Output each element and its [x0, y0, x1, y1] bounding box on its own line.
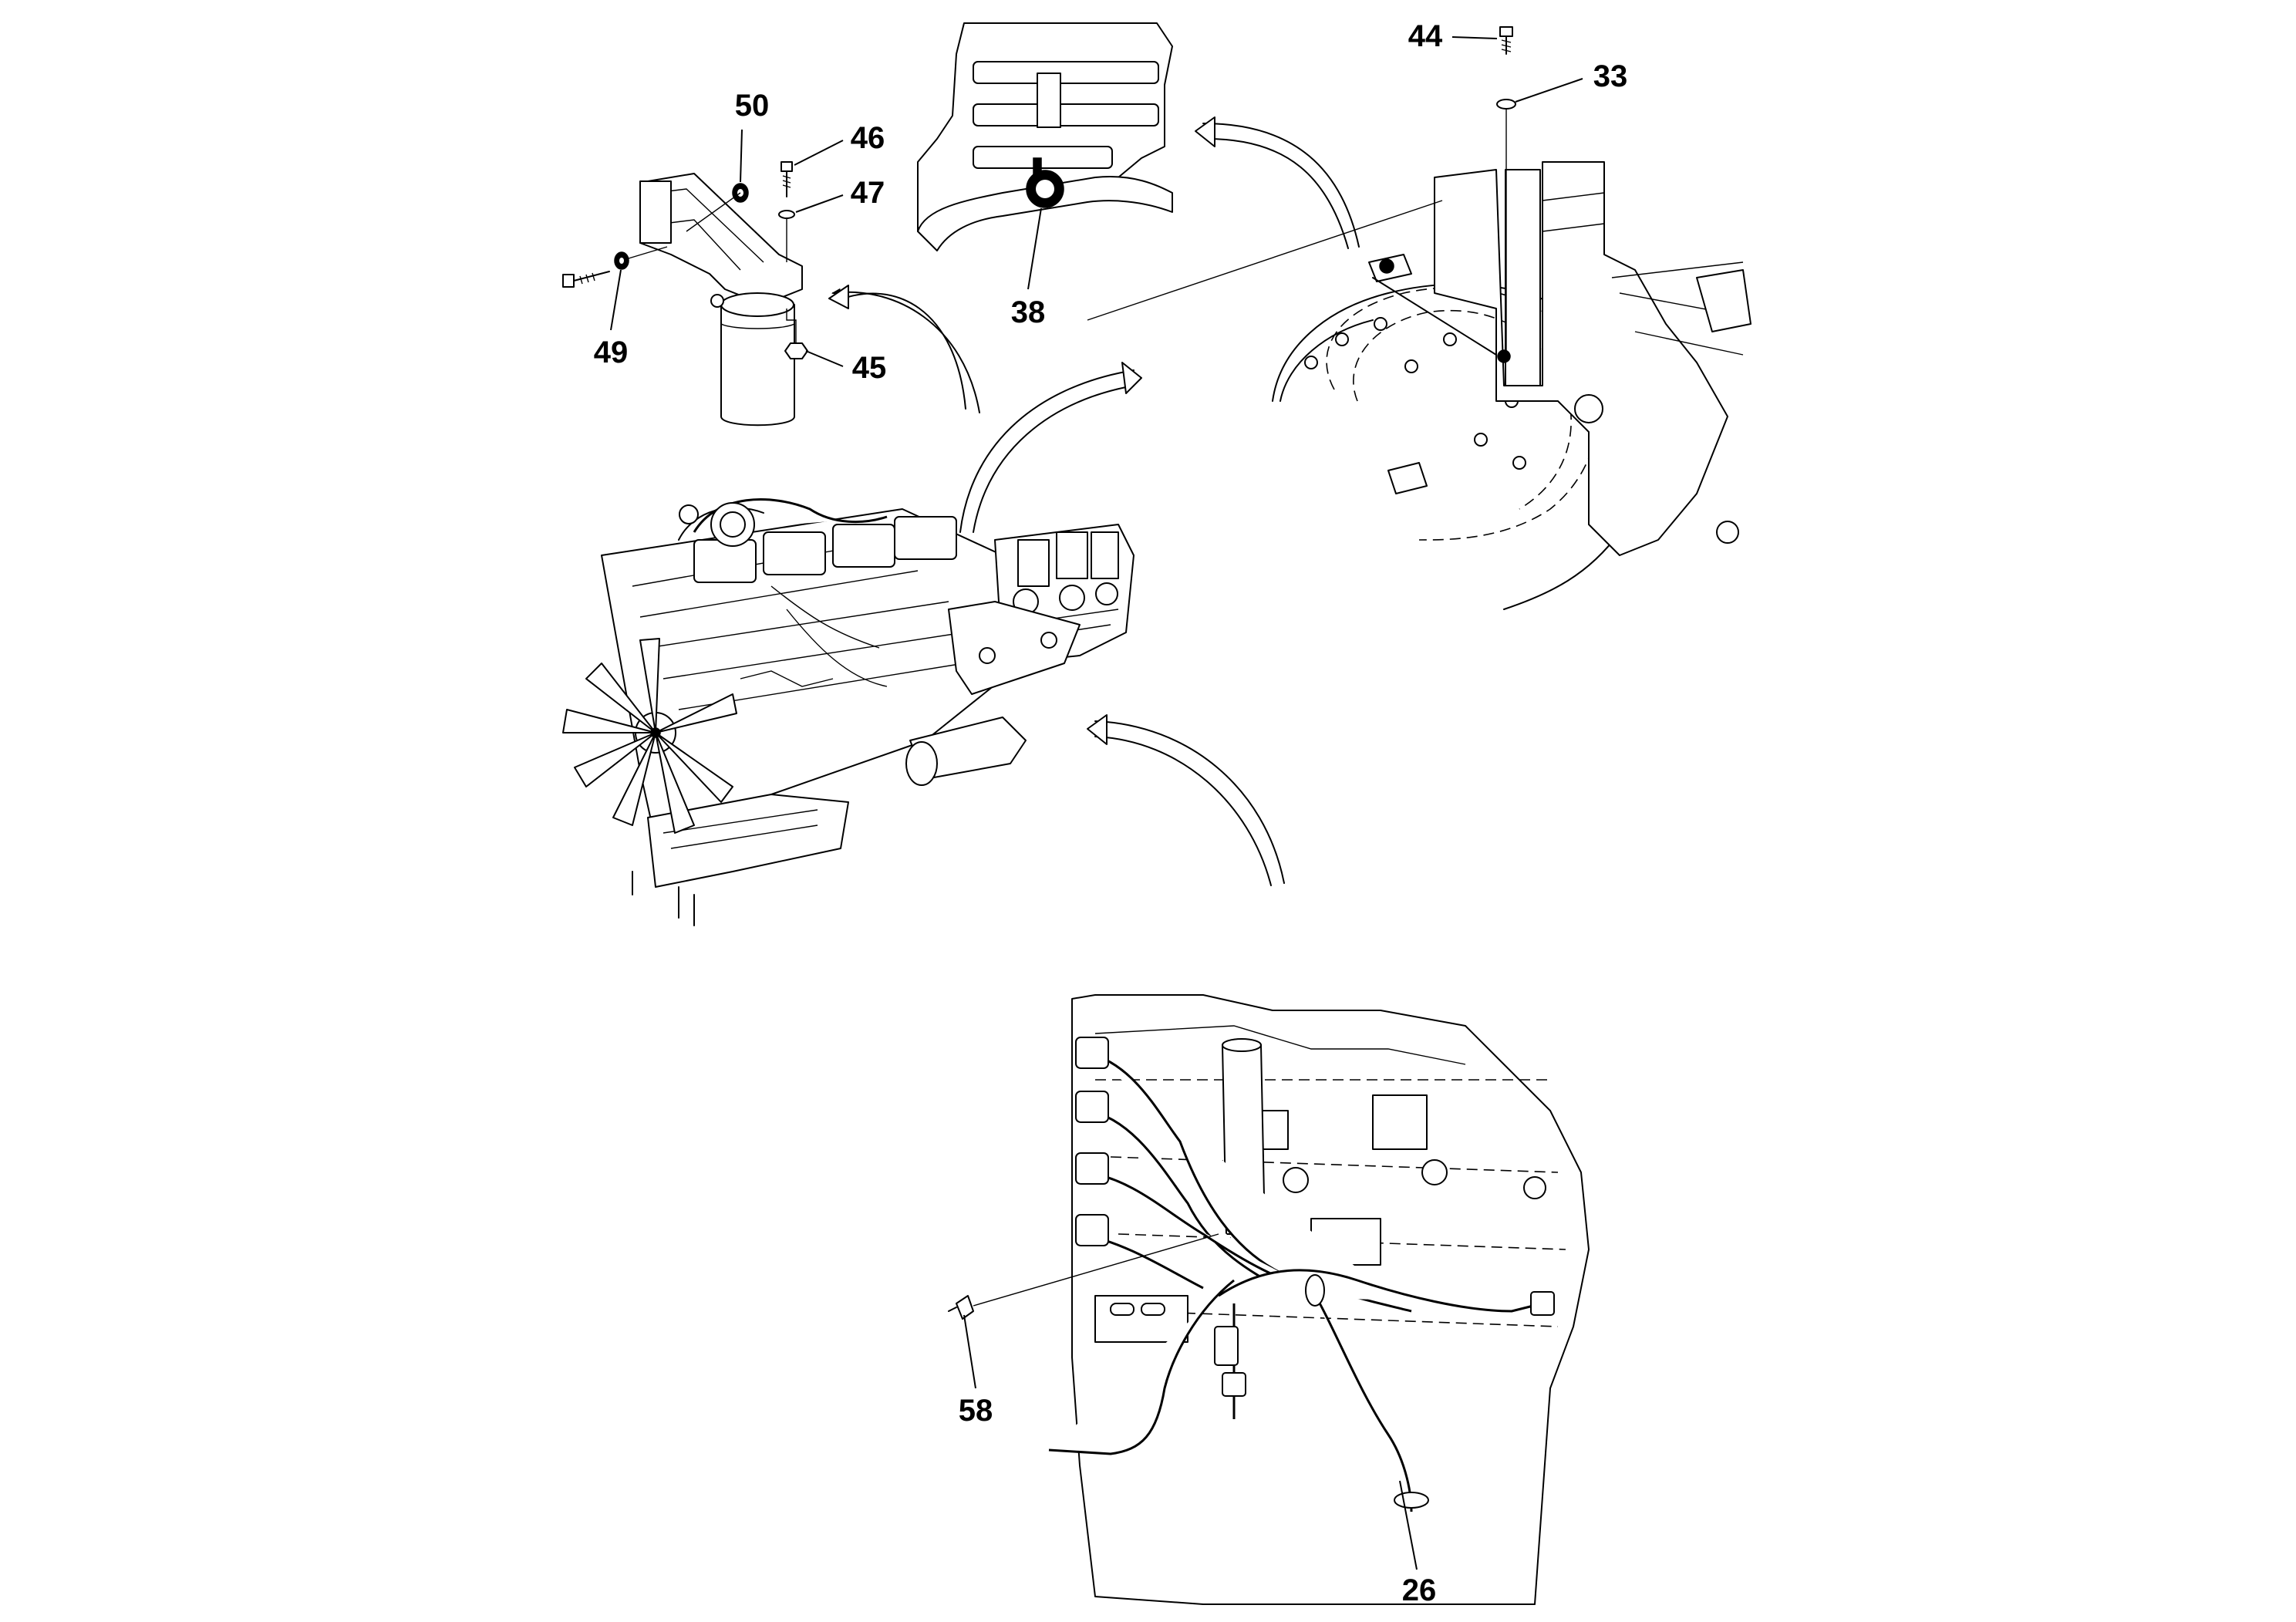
callout-33: 33 [1593, 59, 1628, 93]
filter-bracket-detail [562, 161, 808, 427]
callout-50: 50 [735, 89, 770, 123]
nut-part-45 [784, 342, 808, 359]
callout-47: 47 [851, 176, 885, 210]
bolt-part-46 [781, 161, 793, 197]
callout-58: 58 [959, 1394, 993, 1428]
callout-46: 46 [851, 121, 885, 155]
callout-49: 49 [594, 336, 629, 369]
washer-part-33 [1496, 99, 1516, 110]
callout-45: 45 [852, 351, 887, 385]
clamp-part-38 [1026, 157, 1064, 208]
bolt-part-44 [1499, 26, 1513, 55]
wiring-harness-detail [948, 994, 1590, 1605]
flywheel-housing-detail [1087, 26, 1752, 610]
clip-part-58 [948, 1295, 974, 1320]
transfer-arrows [828, 116, 1360, 886]
engine-assembly-overview [562, 498, 1135, 926]
callout-26: 26 [1402, 1573, 1437, 1607]
fan-icon [562, 638, 737, 834]
bolt-part-49 [562, 271, 610, 288]
callout-labels: 50 46 47 49 45 38 44 33 58 26 [594, 19, 1628, 1607]
clamp-detail [917, 22, 1173, 251]
flywheel-bolts [1304, 317, 1526, 470]
callout-44: 44 [1408, 19, 1443, 53]
washer-part-47 [778, 210, 795, 219]
callout-38: 38 [1011, 295, 1046, 329]
leader-lines [610, 36, 1583, 1570]
